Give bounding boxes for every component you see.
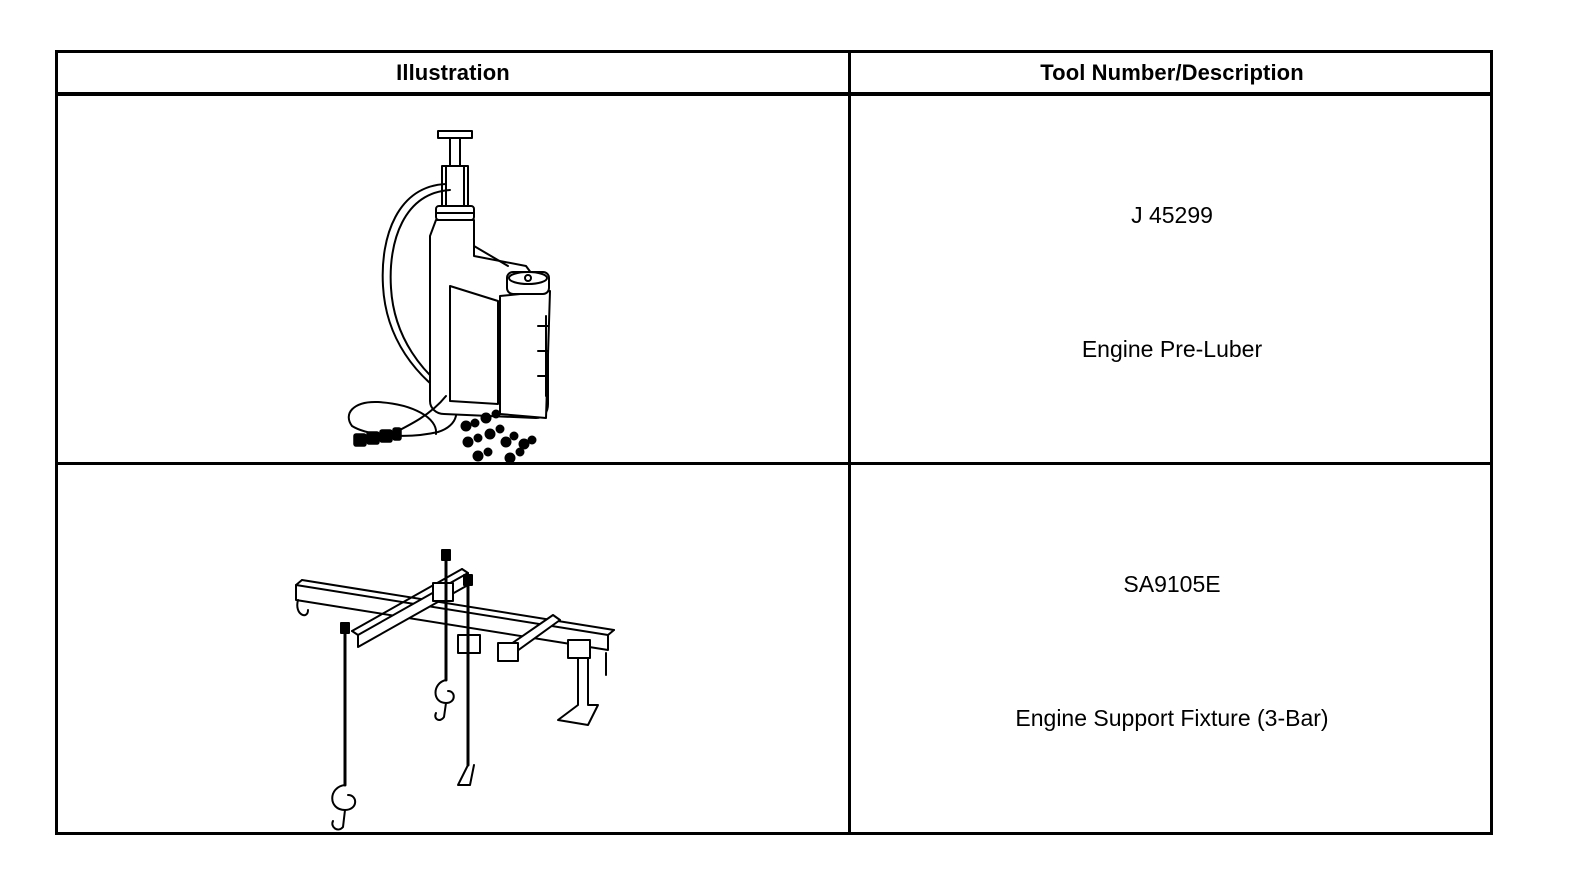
tool-number: J 45299	[1131, 202, 1213, 228]
table-row-1-description: J 45299 Engine Pre-Luber	[851, 96, 1493, 462]
engine-support-fixture-illustration	[295, 549, 615, 831]
row-divider	[58, 462, 1490, 465]
tool-description: Engine Support Fixture (3-Bar)	[1015, 705, 1329, 731]
table-row-2-illustration	[58, 465, 848, 835]
header-illustration: Illustration	[58, 53, 848, 93]
table-row-1-illustration	[58, 96, 848, 462]
tool-table: Illustration Tool Number/Description	[55, 50, 1493, 835]
header-tool: Tool Number/Description	[851, 53, 1493, 93]
header-illustration-label: Illustration	[396, 60, 510, 85]
tool-number: SA9105E	[1123, 571, 1221, 597]
tool-description: Engine Pre-Luber	[1081, 336, 1263, 362]
engine-pre-luber-illustration	[347, 130, 551, 462]
header-tool-label: Tool Number/Description	[1040, 60, 1304, 85]
table-row-2-description: SA9105E Engine Support Fixture (3-Bar)	[851, 465, 1493, 835]
header-divider	[58, 92, 1490, 96]
column-divider	[848, 53, 851, 832]
